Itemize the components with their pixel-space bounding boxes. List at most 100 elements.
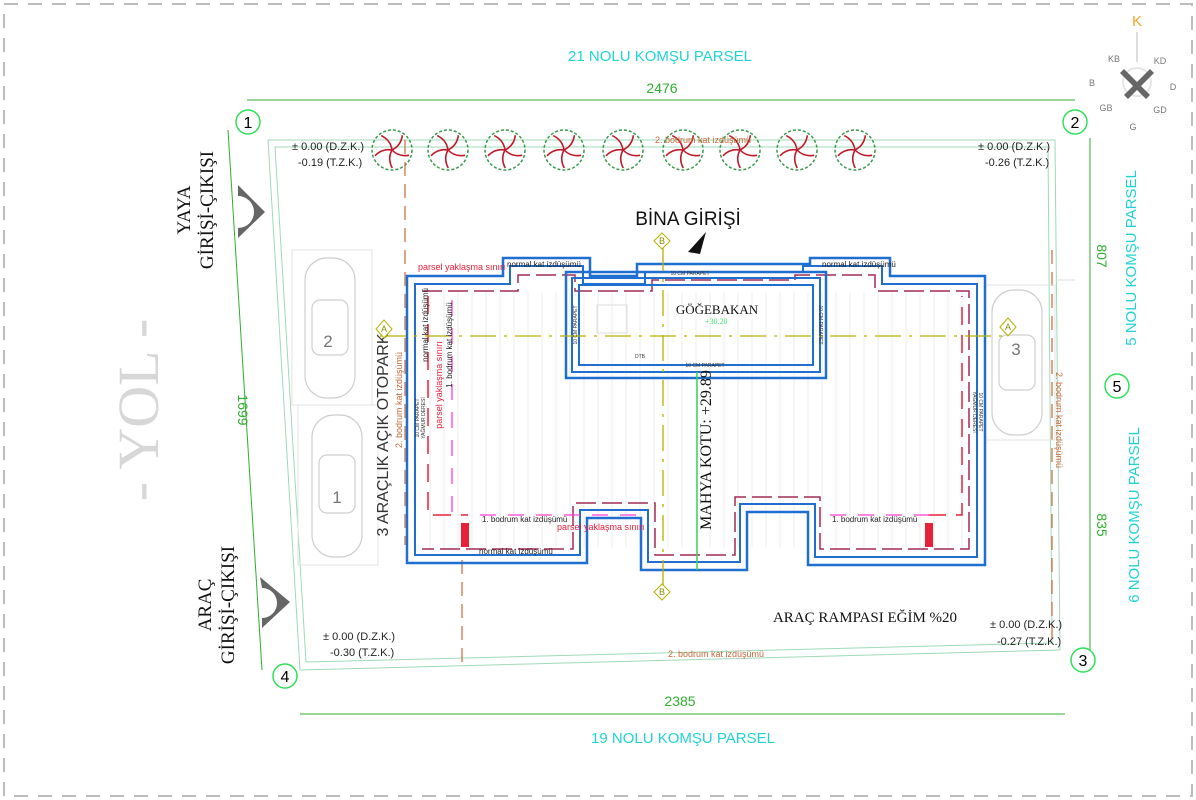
- level-br-tzk: -0.27 (T.Z.K.): [997, 636, 1061, 648]
- parapet-labels: 10 CM PARAPET 10 CM PARAPET DTB 10 CM PA…: [415, 271, 983, 439]
- svg-text:2. bodrum kat izdüşümü: 2. bodrum kat izdüşümü: [655, 135, 751, 145]
- svg-text:1. bodrum kat izdüşümü: 1. bodrum kat izdüşümü: [445, 302, 454, 387]
- section-marker-b-bottom: B: [653, 583, 671, 601]
- grid-marker-5: 5: [1104, 373, 1130, 399]
- svg-text:normal kat izdüşümü: normal kat izdüşümü: [479, 547, 553, 556]
- dimension-right-lower: 835: [1094, 513, 1110, 537]
- grid-markers: 1 2 3 4 5: [235, 109, 1130, 689]
- grid-marker-1: 1: [235, 109, 261, 135]
- svg-text:parsel yaklaşma sınırı: parsel yaklaşma sınırı: [418, 262, 506, 272]
- pedestrian-entrance-label-1: YAYA: [174, 185, 195, 234]
- svg-text:GD: GD: [1153, 105, 1167, 115]
- svg-text:GB: GB: [1099, 103, 1112, 113]
- level-tl-tzk: -0.19 (T.Z.K.): [298, 157, 362, 169]
- section-markers: A A B B: [375, 232, 1017, 601]
- level-tr-dzk: ± 0.00 (D.Z.K.): [978, 141, 1050, 153]
- level-bl-tzk: -0.30 (T.Z.K.): [330, 647, 394, 659]
- tree-icon: [719, 129, 761, 171]
- north-arrow-compass: K KB KD B D GB GD G: [1089, 13, 1177, 132]
- svg-text:10 CM PARAPET: 10 CM PARAPET: [573, 305, 579, 344]
- dimension-bottom: 2385: [664, 693, 695, 709]
- svg-text:1. bodrum kat izdüşümü: 1. bodrum kat izdüşümü: [832, 515, 917, 524]
- svg-text:5: 5: [1113, 379, 1122, 396]
- grid-marker-3: 3: [1070, 647, 1096, 673]
- svg-text:2. bodrum kat izdüşümü: 2. bodrum kat izdüşümü: [1054, 372, 1064, 468]
- svg-text:10 CM PARAPET: 10 CM PARAPET: [977, 392, 983, 431]
- svg-text:D: D: [1170, 82, 1177, 92]
- svg-text:B: B: [1089, 78, 1095, 88]
- grid-marker-4: 4: [272, 663, 298, 689]
- level-tl-dzk: ± 0.00 (D.Z.K.): [292, 141, 364, 153]
- dimension-left: 1699: [235, 394, 251, 425]
- svg-text:10 CM PARAPET: 10 CM PARAPET: [670, 271, 709, 277]
- grid-marker-2: 2: [1062, 109, 1088, 135]
- level-labels: ± 0.00 (D.Z.K.) -0.19 (T.Z.K.) ± 0.00 (D…: [292, 141, 1062, 659]
- svg-text:normal kat izdüşümü: normal kat izdüşümü: [421, 288, 430, 362]
- svg-text:G: G: [1129, 122, 1136, 132]
- svg-text:DTB: DTB: [635, 354, 646, 360]
- svg-text:10 CM PARAPET: 10 CM PARAPET: [817, 305, 823, 344]
- tree-icon: [662, 129, 704, 171]
- svg-text:A: A: [381, 324, 387, 334]
- svg-text:1. bodrum kat izdüşümü: 1. bodrum kat izdüşümü: [482, 515, 567, 524]
- building-outline: [405, 256, 987, 572]
- ramp-label: ARAÇ RAMPASI EĞİM %20: [773, 609, 957, 626]
- svg-text:10 CM PARAPET: 10 CM PARAPET: [415, 398, 421, 437]
- building-entrance-label: BİNA GİRİŞİ: [635, 209, 741, 230]
- section-marker-a-left: A: [375, 319, 393, 339]
- svg-text:KD: KD: [1154, 56, 1167, 66]
- road-label: - YOL -: [106, 319, 171, 502]
- neighbor-bottom-label: 19 NOLU KOMŞU PARSEL: [591, 730, 775, 747]
- sheet-frame: [3, 3, 1193, 797]
- svg-text:parsel yaklaşma sınırı: parsel yaklaşma sınırı: [557, 522, 645, 532]
- basement-2-outline: [404, 140, 1053, 668]
- tree-icon: [834, 129, 876, 171]
- svg-text:YAĞMUR DERESİ: YAĞMUR DERESİ: [971, 391, 978, 433]
- svg-text:2. bodrum kat izdüşümü: 2. bodrum kat izdüşümü: [668, 649, 764, 659]
- pedestrian-entrance-arrow-icon: [238, 185, 265, 238]
- svg-text:normal kat izdüşümü: normal kat izdüşümü: [507, 260, 581, 269]
- level-br-dzk: ± 0.00 (D.Z.K.): [990, 619, 1062, 631]
- neighbor-right-lower-label: 6 NOLU KOMŞU PARSEL: [1126, 427, 1143, 603]
- tree-icon: [427, 129, 469, 171]
- dimension-lines: [227, 99, 1091, 715]
- tree-icon: [484, 129, 526, 171]
- svg-text:B: B: [659, 587, 665, 597]
- svg-text:YAĞMUR DERESİ: YAĞMUR DERESİ: [420, 397, 427, 439]
- neighbor-top-label: 21 NOLU KOMŞU PARSEL: [568, 48, 752, 65]
- svg-text:1: 1: [244, 115, 253, 132]
- vehicle-entrance-label-1: ARAÇ: [195, 579, 216, 632]
- level-bl-dzk: ± 0.00 (D.Z.K.): [323, 631, 395, 643]
- parking-label: 3 ARAÇLIK AÇIK OTOPARK: [375, 333, 392, 536]
- parking-space-2: 2: [323, 332, 332, 351]
- dimension-top: 2476: [646, 80, 677, 96]
- svg-text:2. bodrum kat izdüşümü: 2. bodrum kat izdüşümü: [394, 352, 404, 448]
- svg-text:KB: KB: [1108, 54, 1120, 64]
- parcel-limit-line: [427, 296, 963, 516]
- section-marker-a-right: A: [999, 317, 1017, 337]
- svg-text:parsel yaklaşma sınırı: parsel yaklaşma sınırı: [434, 341, 444, 429]
- dimension-right-upper: 807: [1094, 244, 1110, 268]
- vehicle-entrance-label-2: GİRİŞİ-ÇIKIŞI: [218, 546, 239, 664]
- section-marker-b-top: B: [653, 232, 671, 250]
- compass-north: K: [1132, 13, 1142, 30]
- svg-text:10 CM PARAPET: 10 CM PARAPET: [685, 363, 724, 369]
- skylight-label: GÖĞEBAKAN: [676, 302, 759, 317]
- pedestrian-entrance-label-2: GİRİŞİ-ÇIKIŞI: [197, 151, 218, 269]
- svg-text:A: A: [1005, 322, 1011, 332]
- annotation-labels: parsel yaklaşma sınırı normal kat izdüşü…: [394, 135, 1064, 659]
- basement-1-outline: [451, 300, 935, 516]
- tree-icon: [776, 129, 818, 171]
- neighbor-right-upper-label: 5 NOLU KOMŞU PARSEL: [1123, 170, 1140, 346]
- roof-hatching: [429, 292, 963, 548]
- svg-text:normal kat izdüşümü: normal kat izdüşümü: [822, 260, 896, 269]
- tree-icon: [543, 129, 585, 171]
- building-entrance-arrow-icon: [688, 232, 706, 254]
- vehicle-entrance-arrow-icon: [260, 577, 290, 628]
- stair-markers: [461, 523, 933, 547]
- svg-text:2: 2: [1071, 115, 1080, 132]
- svg-text:3: 3: [1079, 653, 1088, 670]
- ridge-level-label: MAHYA KOTU: +29.89: [698, 370, 715, 530]
- tree-row: [371, 129, 876, 171]
- tree-icon: [371, 129, 413, 171]
